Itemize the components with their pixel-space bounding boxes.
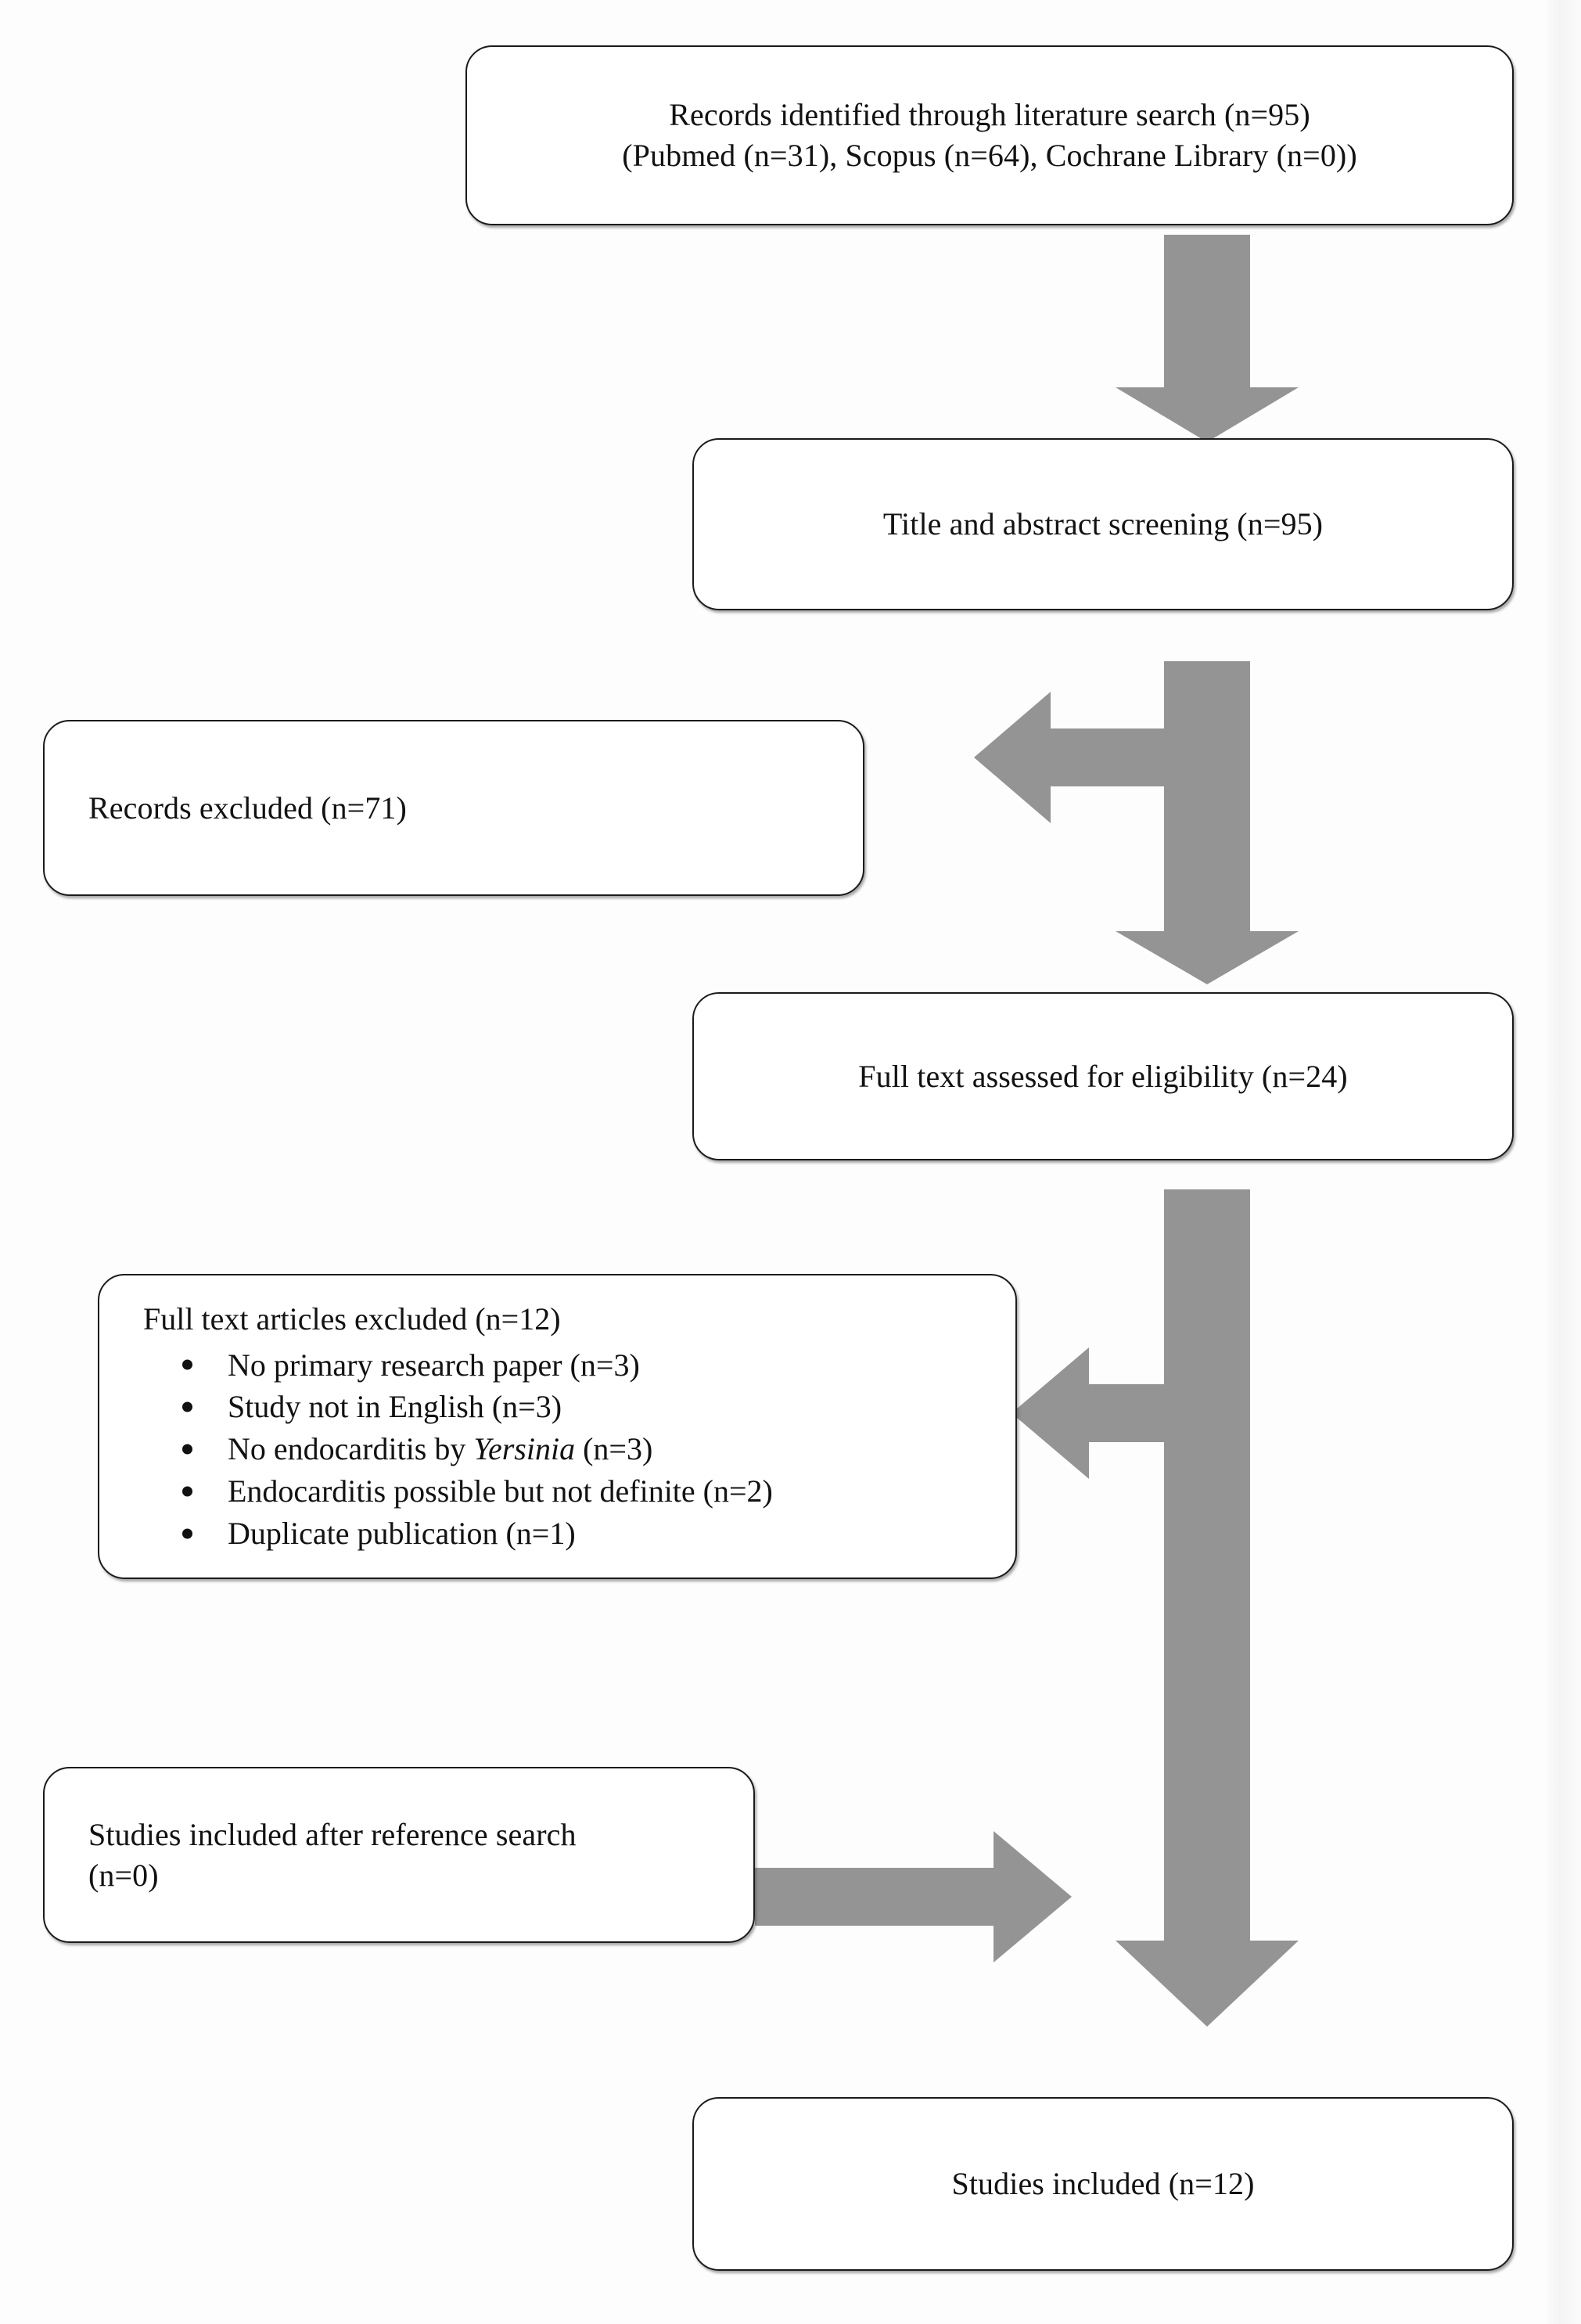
arrow-eligibility-to-included (1116, 1189, 1299, 2027)
full-text-excluded-body: Full text articles excluded (n=12) No pr… (99, 1299, 1015, 1555)
exclusion-reason-text: No primary research paper (n=3) (228, 1347, 640, 1383)
scanned-page-edge (1547, 0, 1581, 2324)
records-excluded-text: Records excluded (n=71) (88, 790, 407, 826)
node-studies-included-after-reference-search: Studies included after reference search … (43, 1767, 755, 1943)
bullet-dot-icon (182, 1528, 192, 1539)
full-text-excluded-reason-list: No primary research paper (n=3) Study not… (143, 1344, 992, 1555)
node-full-text-assessed: Full text assessed for eligibility (n=24… (692, 992, 1514, 1160)
node-studies-included: Studies included (n=12) (692, 2097, 1514, 2271)
exclusion-reason-text: Duplicate publication (n=1) (228, 1515, 576, 1551)
node-title-abstract-screening: Title and abstract screening (n=95) (692, 438, 1514, 610)
exclusion-reason-item: Duplicate publication (n=1) (182, 1513, 992, 1555)
exclusion-reason-item: No primary research paper (n=3) (182, 1344, 992, 1387)
exclusion-reason-text: No endocarditis by (228, 1431, 474, 1467)
exclusion-reason-text: Endocarditis possible but not definite (… (228, 1473, 773, 1509)
bullet-dot-icon (182, 1444, 192, 1455)
exclusion-reason-item: Endocarditis possible but not definite (… (182, 1470, 992, 1513)
bullet-dot-icon (182, 1401, 192, 1412)
node-records-identified: Records identified through literature se… (465, 45, 1514, 225)
arrow-screening-to-eligibility (1116, 661, 1299, 984)
studies-included-text: Studies included (n=12) (951, 2166, 1255, 2201)
node-records-excluded: Records excluded (n=71) (43, 720, 864, 896)
bullet-dot-icon (182, 1486, 192, 1497)
records-identified-line1: Records identified through literature se… (669, 97, 1310, 132)
full-text-assessed-text: Full text assessed for eligibility (n=24… (858, 1058, 1348, 1094)
exclusion-reason-item: Study not in English (n=3) (182, 1386, 992, 1428)
reference-search-line1: Studies included after reference search (88, 1816, 577, 1852)
arrow-identification-to-screening (1116, 235, 1299, 442)
records-identified-line2: (Pubmed (n=31), Scopus (n=64), Cochrane … (622, 138, 1357, 173)
exclusion-reason-count: (n=3) (575, 1431, 653, 1467)
records-identified-text: Records identified through literature se… (586, 95, 1393, 176)
title-abstract-screening-text: Title and abstract screening (n=95) (882, 506, 1324, 541)
arrow-reference-search-merge (755, 1831, 1072, 1962)
reference-search-line2: (n=0) (88, 1857, 159, 1893)
exclusion-reason-organism-name: Yersinia (473, 1431, 576, 1467)
full-text-excluded-title: Full text articles excluded (n=12) (143, 1301, 561, 1336)
bullet-dot-icon (182, 1359, 192, 1370)
exclusion-reason-item: No endocarditis by Yersinia (n=3) (182, 1428, 992, 1470)
exclusion-reason-text: Study not in English (n=3) (228, 1389, 562, 1425)
arrow-left-head-records-excluded (974, 692, 1167, 823)
arrow-left-to-fulltext-excluded (1011, 1347, 1167, 1479)
reference-search-text: Studies included after reference search … (45, 1815, 606, 1896)
node-full-text-articles-excluded: Full text articles excluded (n=12) No pr… (98, 1274, 1017, 1579)
